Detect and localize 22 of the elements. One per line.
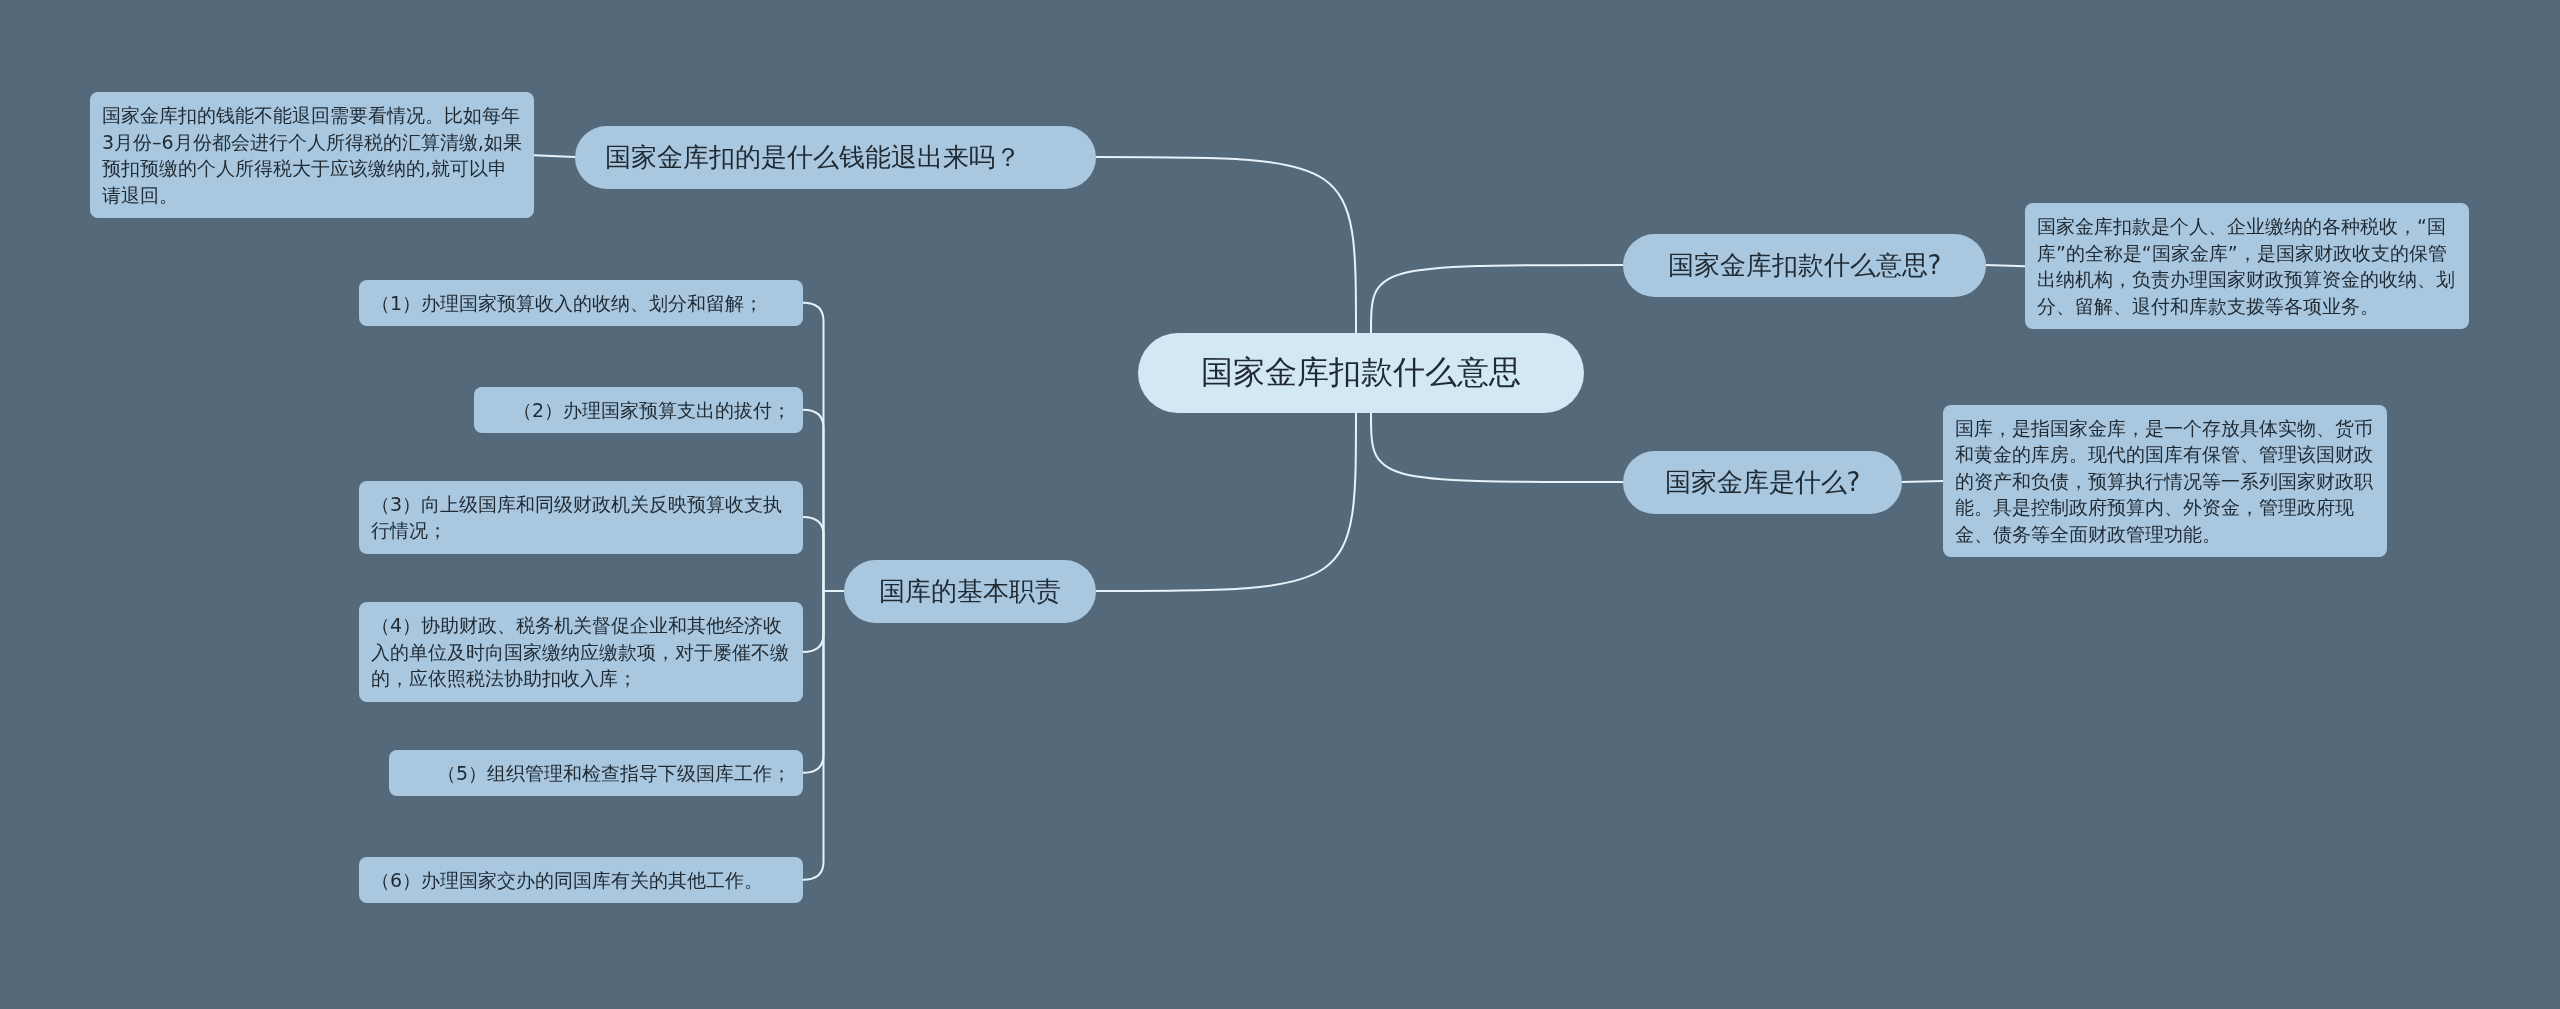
note-card: （3）向上级国库和同级财政机关反映预算收支执行情况；	[359, 480, 803, 554]
connector-line	[1370, 412, 1624, 484]
note-card: 国家金库扣的钱能不能退回需要看情况。比如每年3月份–6月份都会进行个人所得税的汇算清缴,如果预扣预缴的个人所得税大于应该缴纳的,就可以申请退回。	[90, 92, 534, 219]
topic-bubble: 国家金库扣款什么意思?	[1623, 233, 1986, 297]
connector-line	[802, 590, 845, 881]
connector-line	[533, 154, 576, 159]
topic-bubble: 国库的基本职责	[844, 559, 1096, 623]
note-card: （6）办理国家交办的同国库有关的其他工作。	[359, 856, 803, 904]
note-card: （2）办理国家预算支出的拔付；	[474, 386, 803, 434]
connector-line	[1901, 480, 1944, 484]
connector-line	[1095, 156, 1357, 334]
note-card: （1）办理国家预算收入的收纳、划分和留解；	[359, 279, 803, 327]
central-topic: 国家金库扣款什么意思	[1138, 333, 1584, 413]
note-card: （5）组织管理和检查指导下级国库工作；	[389, 749, 803, 797]
connector-line	[1095, 412, 1357, 593]
connector-line	[1370, 264, 1624, 334]
connector-line	[1985, 264, 2026, 268]
topic-bubble: 国家金库是什么?	[1623, 450, 1902, 514]
note-card: 国库，是指国家金库，是一个存放具体实物、货币和黄金的库房。现代的国库有保管、管理该国财政的资产和负债，预算执行情况等一系列国家财政职能。具是控制政府预算内、外资金，管理政府现金、债务等全面财政管理功能。	[1943, 404, 2387, 558]
note-card: （4）协助财政、税务机关督促企业和其他经济收入的单位及时向国家缴纳应缴款项，对于屡催不缴的，应依照税法协助扣收入库；	[359, 602, 803, 702]
topic-bubble: 国家金库扣的是什么钱能退出来吗？	[575, 125, 1096, 189]
note-card: 国家金库扣款是个人、企业缴纳的各种税收，“国库”的全称是“国家金库”，是国家财政收支的保管出纳机构，负责办理国家财政预算资金的收纳、划分、留解、退付和库款支拨等各项业务。	[2025, 203, 2469, 330]
